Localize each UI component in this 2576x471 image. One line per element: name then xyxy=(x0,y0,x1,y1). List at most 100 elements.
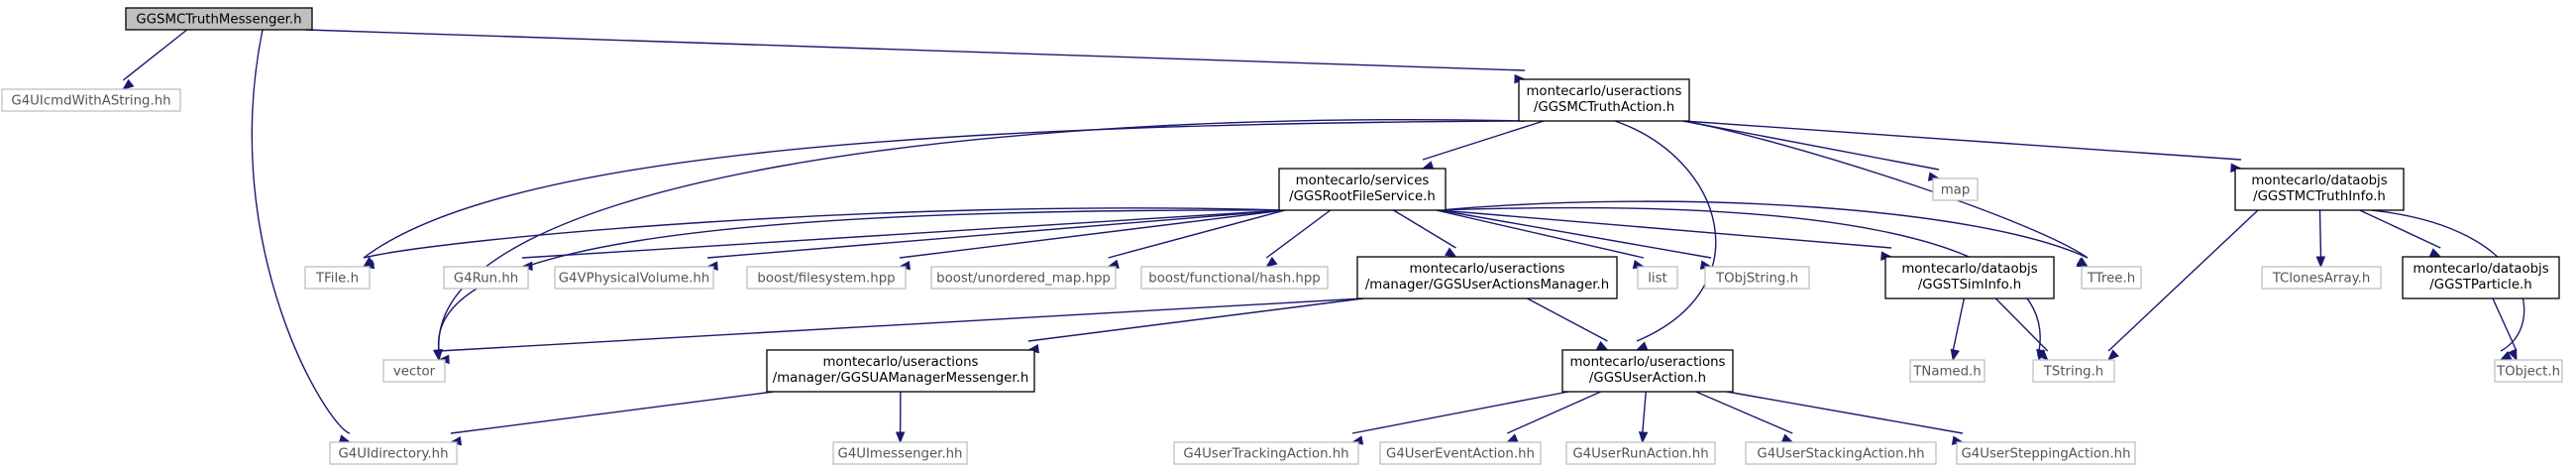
node-g4tracking: G4UserTrackingAction.hh xyxy=(1173,441,1359,465)
node-label: /GGSUserAction.h xyxy=(1589,371,1706,386)
edge-truthaction-to-rootfileservice xyxy=(1421,120,1545,171)
arrowhead xyxy=(2508,348,2518,362)
node-siminfo[interactable]: montecarlo/dataobjs/GGSTSimInfo.h xyxy=(1884,256,2055,299)
edge-siminfo-to-tnamed xyxy=(1950,297,1966,362)
arrowhead xyxy=(122,78,135,90)
node-g4uicmd: G4UIcmdWithAString.hh xyxy=(1,88,181,112)
node-tparticle[interactable]: montecarlo/dataobjs/GGSTParticle.h xyxy=(2402,256,2560,299)
arrowhead xyxy=(432,348,443,362)
edge-rootfileservice-to-boostfs xyxy=(898,209,1286,271)
node-label: G4Run.hh xyxy=(454,272,518,287)
node-tnamed: TNamed.h xyxy=(1909,359,1986,383)
node-label: montecarlo/useractions xyxy=(1526,84,1681,99)
edge-rootfileservice-to-tfile xyxy=(362,207,1286,270)
node-label: montecarlo/useractions xyxy=(1569,355,1725,370)
node-label: G4UIcmdWithAString.hh xyxy=(11,94,170,109)
node-uamessenger[interactable]: montecarlo/useractions/manager/GGSUAMana… xyxy=(766,349,1035,393)
edge-truthinfo-to-tclones xyxy=(2315,209,2326,269)
node-g4runaction: G4UserRunAction.hh xyxy=(1565,441,1716,465)
node-label: TFile.h xyxy=(315,272,359,287)
arrowhead xyxy=(2036,349,2049,361)
node-truthinfo[interactable]: montecarlo/dataobjs/GGSTMCTruthInfo.h xyxy=(2234,168,2405,211)
node-g4uidir: G4UIdirectory.hh xyxy=(329,441,458,465)
node-label: /GGSTParticle.h xyxy=(2429,278,2531,293)
edge-actionsmanager-to-useraction xyxy=(1527,297,1609,351)
node-label: G4VPhysicalVolume.hh xyxy=(559,272,710,287)
nodes: GGSMCTruthMessenger.hG4UIcmdWithAString.… xyxy=(1,7,2563,465)
node-label: vector xyxy=(393,365,436,380)
node-g4run: G4Run.hh xyxy=(443,266,529,290)
node-label: G4UserSteppingAction.hh xyxy=(1961,447,2130,462)
arrowhead xyxy=(2315,256,2326,269)
edge-useraction-to-g4runaction xyxy=(1638,391,1649,444)
edge-truthaction-to-vector xyxy=(433,119,1526,362)
node-label: TObject.h xyxy=(2496,365,2560,380)
edge-uamessenger-to-g4uidir xyxy=(449,391,775,446)
edge-truthinfo-to-tstring xyxy=(2107,209,2259,361)
edge-useraction-to-g4event xyxy=(1506,391,1602,443)
node-label: TTree.h xyxy=(2087,272,2135,287)
edge-truthaction-to-truthinfo xyxy=(1682,120,2243,174)
node-ttree: TTree.h xyxy=(2081,266,2142,290)
arrowhead xyxy=(1638,431,1649,444)
node-tobject: TObject.h xyxy=(2494,359,2563,383)
arrowhead xyxy=(895,431,906,444)
node-rootfileservice[interactable]: montecarlo/services/GGSRootFileService.h xyxy=(1278,168,1447,211)
node-root[interactable]: GGSMCTruthMessenger.h xyxy=(125,7,313,31)
node-label: boost/filesystem.hpp xyxy=(757,272,895,287)
node-label: /GGSMCTruthAction.h xyxy=(1534,100,1674,115)
edges xyxy=(122,29,2525,446)
arrowhead xyxy=(1780,433,1794,443)
node-g4stacking: G4UserStackingAction.hh xyxy=(1745,441,1937,465)
node-g4event: G4UserEventAction.hh xyxy=(1379,441,1542,465)
node-label: /GGSRootFileService.h xyxy=(1289,189,1436,204)
edge-useraction-to-g4tracking xyxy=(1350,391,1569,445)
arrowhead xyxy=(1950,348,1960,362)
edge-tparticle-to-tobject xyxy=(2492,297,2518,362)
node-label: TClonesArray.h xyxy=(2272,272,2371,287)
edge-useraction-to-g4stacking xyxy=(1695,391,1794,443)
edge-root-to-truthaction xyxy=(305,29,1527,84)
node-label: /manager/GGSUAManagerMessenger.h xyxy=(773,371,1029,386)
node-label: G4UserEventAction.hh xyxy=(1386,447,1535,462)
node-label: montecarlo/dataobjs xyxy=(1901,262,2037,277)
arrowhead xyxy=(1445,247,1457,258)
node-boosthash: boost/functional/hash.hpp xyxy=(1140,266,1329,290)
node-label: G4UserTrackingAction.hh xyxy=(1183,447,1348,462)
node-label: G4UserRunAction.hh xyxy=(1572,447,1708,462)
edge-actionsmanager-to-uamessenger xyxy=(1026,297,1364,354)
edge-rootfileservice-to-g4vphys xyxy=(705,209,1286,271)
node-useraction[interactable]: montecarlo/useractions/GGSUserAction.h xyxy=(1561,349,1734,393)
node-g4vphys: G4VPhysicalVolume.hh xyxy=(554,266,714,290)
node-boostumap: boost/unordered_map.hpp xyxy=(930,266,1117,290)
node-label: boost/functional/hash.hpp xyxy=(1148,272,1320,287)
node-list: list xyxy=(1637,266,1678,290)
node-label: map xyxy=(1941,183,1971,198)
node-label: G4UImessenger.hh xyxy=(838,447,963,462)
arrowhead xyxy=(1506,433,1519,443)
arrowhead xyxy=(1635,341,1649,351)
node-g4uimsg: G4UImessenger.hh xyxy=(832,441,968,465)
node-label: boost/unordered_map.hpp xyxy=(936,272,1111,287)
node-label: /GGSTSimInfo.h xyxy=(1918,278,2021,293)
node-label: TObjString.h xyxy=(1715,272,1798,287)
node-tstring: TString.h xyxy=(2032,359,2115,383)
node-tfile: TFile.h xyxy=(304,266,371,290)
node-map: map xyxy=(1932,177,1979,201)
edge-truthaction-to-ttree xyxy=(1682,120,2090,268)
node-truthaction[interactable]: montecarlo/useractions/GGSMCTruthAction.… xyxy=(1518,78,1690,122)
node-label: TString.h xyxy=(2043,365,2103,380)
node-label: /manager/GGSUserActionsManager.h xyxy=(1365,278,1609,293)
arrowhead xyxy=(1596,340,1609,351)
node-label: montecarlo/dataobjs xyxy=(2413,262,2548,277)
edge-rootfileservice-to-boostumap xyxy=(1107,209,1286,269)
edge-rootfileservice-to-actionsmanager xyxy=(1393,209,1457,258)
node-tobjstring: TObjString.h xyxy=(1704,266,1810,290)
node-label: TNamed.h xyxy=(1912,365,1981,380)
node-label: montecarlo/useractions xyxy=(822,355,978,370)
node-label: montecarlo/services xyxy=(1296,174,1430,188)
node-label: montecarlo/useractions xyxy=(1409,262,1564,277)
node-label: list xyxy=(1648,272,1667,287)
edge-truthinfo-to-tparticle xyxy=(2359,209,2442,258)
node-actionsmanager[interactable]: montecarlo/useractions/manager/GGSUserAc… xyxy=(1356,256,1618,299)
